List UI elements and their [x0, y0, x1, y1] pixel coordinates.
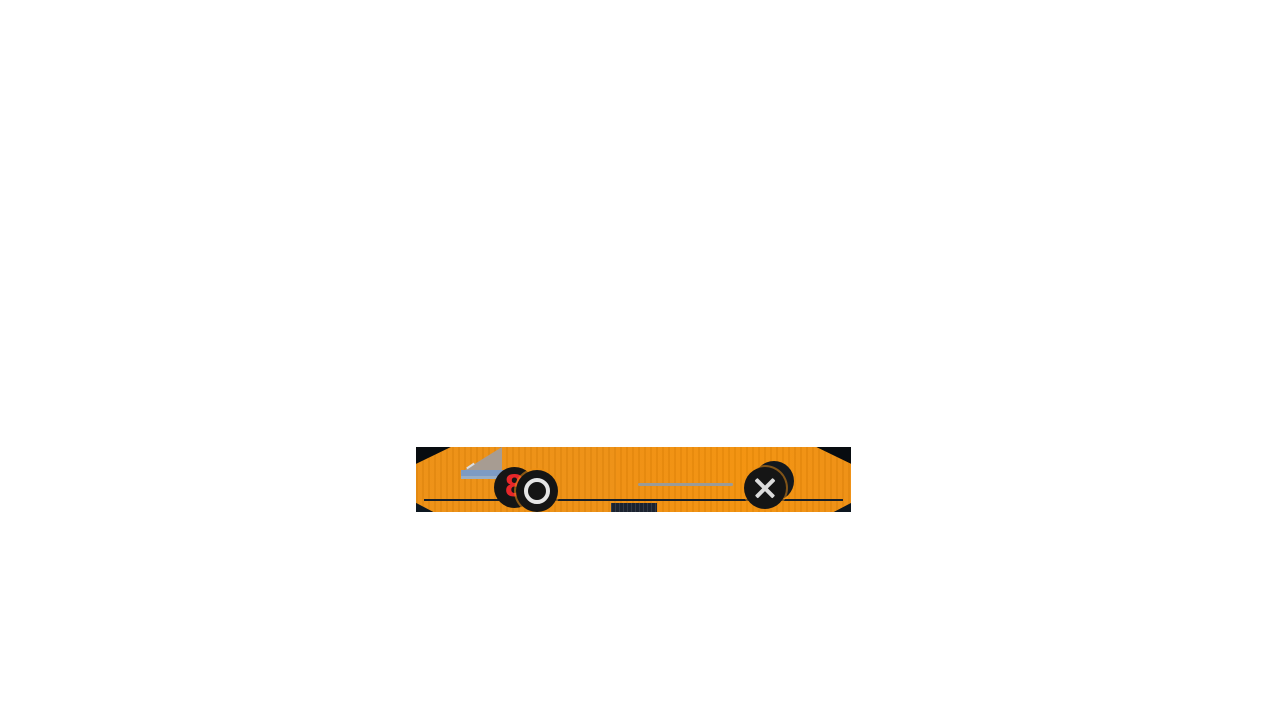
close-button[interactable]: X: [744, 467, 786, 509]
blue-band-shape: [461, 470, 505, 476]
blue-band-shape-secondary: [461, 476, 505, 479]
circle-button[interactable]: O: [516, 470, 558, 512]
circle-icon: [524, 478, 550, 504]
progress-track[interactable]: [638, 483, 733, 486]
game-hud-strip: 8 O X: [416, 447, 851, 512]
panel-bottom-keyline: [424, 499, 843, 501]
orange-panel-highlight: [616, 447, 851, 512]
bottom-plate-texture: [610, 503, 657, 512]
bottom-plate: [610, 503, 657, 512]
close-icon: [753, 476, 777, 500]
